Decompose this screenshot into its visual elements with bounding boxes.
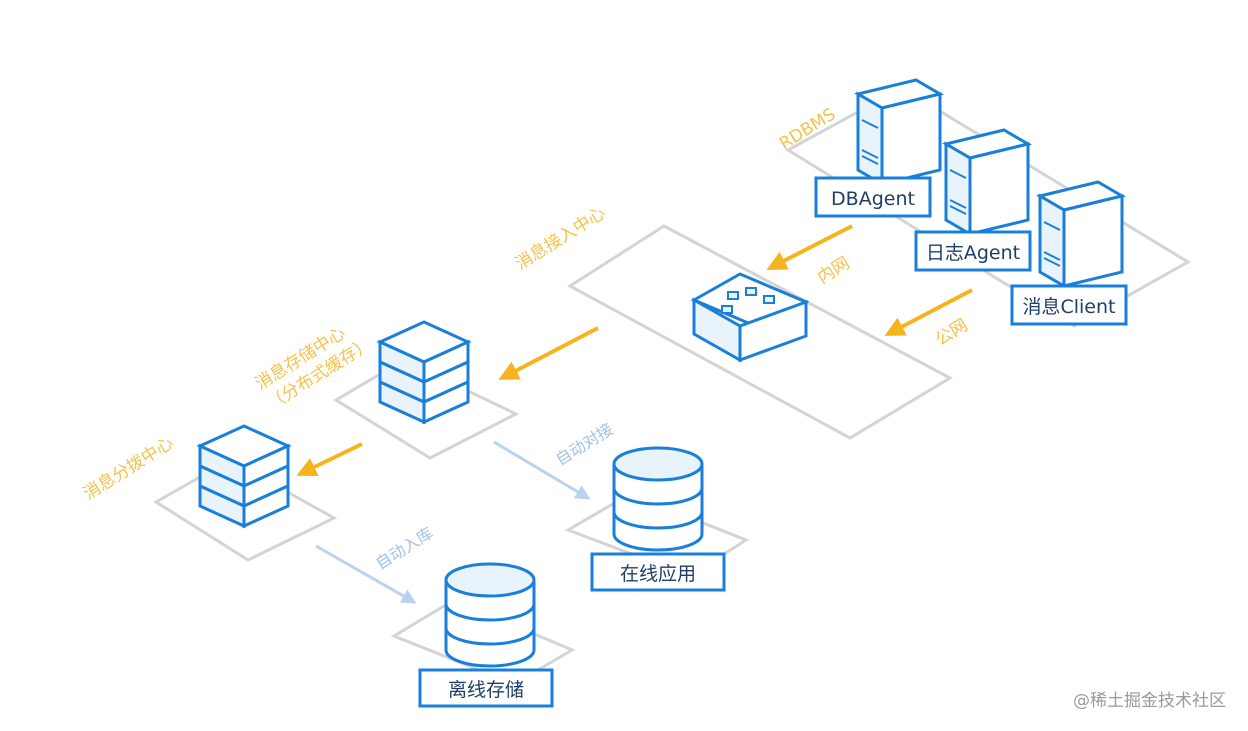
dispatch-center-label: 消息分拨中心: [80, 433, 177, 504]
access-gateway-icon: [690, 272, 810, 363]
arrow-public-net: [884, 288, 973, 336]
dispatch-server-stack-icon: [196, 424, 292, 529]
arrow-access-to-storage: [498, 326, 599, 380]
database-icon-online-app: [612, 446, 704, 552]
online-app-box: 在线应用: [590, 552, 726, 592]
log-agent-label: 日志Agent: [926, 242, 1020, 264]
watermark-text: @稀土掘金技术社区: [1073, 691, 1226, 711]
arrow-storage-to-dispatch: [296, 442, 363, 477]
arrow-intranet: [766, 224, 853, 270]
offline-storage-label: 离线存储: [448, 679, 524, 701]
online-app-label: 在线应用: [620, 563, 696, 585]
offline-storage-box: 离线存储: [418, 668, 554, 708]
server-icon-msg-client: [1036, 180, 1126, 289]
server-icon-dbagent: [854, 78, 944, 187]
database-icon-offline-storage: [444, 562, 536, 668]
arrow-auto-store: [315, 544, 417, 604]
arrow-auto-connect: [493, 440, 591, 500]
intranet-label: 内网: [814, 253, 853, 288]
auto-connect-label: 自动对接: [552, 419, 616, 469]
public-net-label: 公网: [932, 315, 971, 350]
storage-server-stack-icon: [376, 320, 472, 425]
dbagent-label: DBAgent: [831, 188, 915, 210]
auto-store-label: 自动入库: [372, 523, 436, 573]
server-icon-log-agent: [942, 128, 1032, 237]
access-center-label: 消息接入中心: [512, 203, 609, 274]
msg-client-label: 消息Client: [1022, 296, 1115, 318]
log-agent-box: 日志Agent: [914, 230, 1032, 272]
dbagent-box: DBAgent: [814, 176, 932, 218]
msg-client-box: 消息Client: [1010, 284, 1128, 326]
